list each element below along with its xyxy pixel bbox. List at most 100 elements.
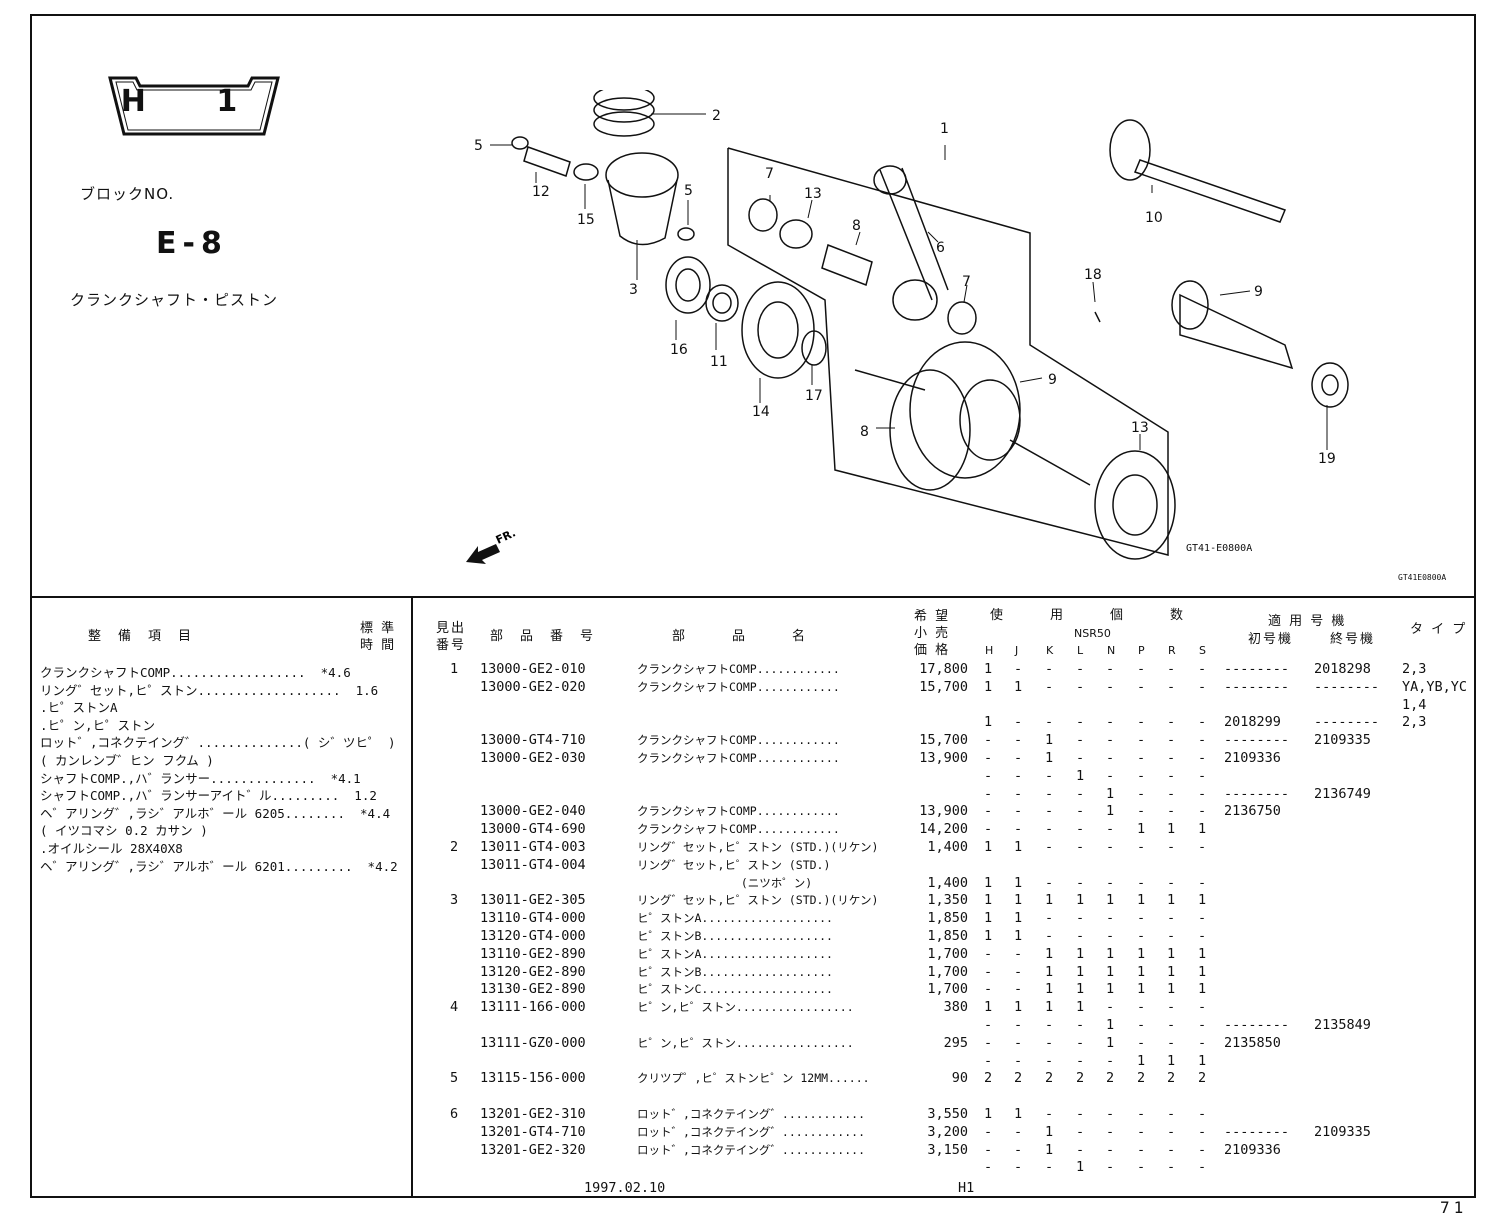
quantity-cell: 1 xyxy=(1014,839,1023,855)
quantity-cell: - xyxy=(1106,750,1115,766)
quantity-cell: 1 xyxy=(984,999,993,1016)
price: 3,550 xyxy=(927,1106,968,1122)
quantity-cell: 1 xyxy=(1167,821,1176,838)
part-number: 13110-GT4-000 xyxy=(480,910,586,927)
front-label: FR. xyxy=(494,526,518,546)
diagram-label: 5 xyxy=(474,138,483,154)
last-unit: 2109335 xyxy=(1314,732,1371,749)
type-header: タ イ プ xyxy=(1410,622,1468,637)
quantity-cell: - xyxy=(1076,1106,1085,1122)
quantity-cell: - xyxy=(984,981,993,998)
quantity-cell: - xyxy=(1167,732,1176,749)
quantity-cell: - xyxy=(1076,661,1085,677)
footer-code: H1 xyxy=(958,1180,975,1196)
price: 14,200 xyxy=(919,821,968,838)
quantity-cell: - xyxy=(1076,785,1085,802)
type-code: 2,3 xyxy=(1402,714,1427,731)
quantity-cell: - xyxy=(1045,1106,1054,1122)
first-unit: 2109336 xyxy=(1224,1141,1281,1158)
quantity-cell: - xyxy=(1137,803,1146,820)
quantity-cell: - xyxy=(1167,1123,1176,1140)
quantity-cell: - xyxy=(1198,1159,1207,1176)
part-name: リング゛セット,ヒ゜ストン (STD.) xyxy=(637,857,831,872)
diagram-label: 9 xyxy=(1048,372,1057,388)
quantity-cell: - xyxy=(1014,1123,1023,1140)
quantity-cell: 1 xyxy=(984,839,993,855)
quantity-cell: - xyxy=(1137,714,1146,731)
maintenance-item: シャフトCOMP.,ハ゛ランサー.............. *4.1 xyxy=(40,770,361,786)
quantity-cell: - xyxy=(1137,1141,1146,1158)
quantity-cell: 1 xyxy=(1106,1017,1115,1033)
quantity-cell: - xyxy=(1137,999,1146,1016)
maintenance-item: .オイルシール 28X40X8 xyxy=(40,841,183,856)
quantity-cell: - xyxy=(1167,1017,1176,1033)
quantity-cell: - xyxy=(1198,750,1207,766)
quantity-cell: - xyxy=(1137,1106,1146,1122)
part-number: 13000-GT4-710 xyxy=(480,732,586,749)
quantity-cell: 1 xyxy=(1045,1123,1054,1140)
section-badge: H 1 xyxy=(106,76,282,136)
quantity-cell: 1 xyxy=(1045,945,1054,962)
quantity-cell: - xyxy=(1106,1123,1115,1140)
quantity-cell: 1 xyxy=(1045,963,1054,980)
quantity-cell: - xyxy=(1106,661,1115,677)
quantity-cell: - xyxy=(984,732,993,749)
quantity-cell: - xyxy=(1106,999,1115,1016)
diagram-label: 13 xyxy=(1131,420,1149,436)
quantity-cell: - xyxy=(1076,750,1085,766)
part-number: 13011-GT4-004 xyxy=(480,856,586,873)
first-unit: -------- xyxy=(1224,1017,1290,1033)
price: 1,850 xyxy=(927,928,968,944)
last-unit: 2018298 xyxy=(1314,661,1371,677)
quantity-cell: 1 xyxy=(1167,945,1176,962)
quantity-cell: 1 xyxy=(1167,981,1176,998)
quantity-cell: - xyxy=(1045,1052,1054,1069)
price: 1,700 xyxy=(927,963,968,980)
quantity-cell: - xyxy=(1137,928,1146,944)
diagram-label: 11 xyxy=(710,354,728,370)
quantity-cell: - xyxy=(1198,1034,1207,1051)
ref-number: 2 xyxy=(450,839,459,855)
maintenance-item: リング゛セット,ヒ゜ストン................... 1.6 xyxy=(40,682,379,698)
price: 3,150 xyxy=(927,1141,968,1158)
quantity-cell: - xyxy=(1106,767,1115,784)
quantity-cell: - xyxy=(1106,732,1115,749)
quantity-cell: 1 xyxy=(984,892,993,909)
diagram-label: 2 xyxy=(712,108,721,124)
diagram-label: 12 xyxy=(532,184,550,200)
part-number: 13201-GE2-320 xyxy=(480,1141,586,1158)
quantity-cell: - xyxy=(984,785,993,802)
quantity-cell: - xyxy=(1106,1141,1115,1158)
quantity-cell: 1 xyxy=(1198,892,1207,909)
quantity-cell: - xyxy=(1198,714,1207,731)
quantity-cell: - xyxy=(1167,999,1176,1016)
quantity-cell: - xyxy=(1045,661,1054,677)
quantity-cell: - xyxy=(1014,750,1023,766)
quantity-cell: - xyxy=(1045,839,1054,855)
quantity-cell: - xyxy=(1076,1052,1085,1069)
part-number: 13000-GT4-690 xyxy=(480,821,586,838)
quantity-cell: - xyxy=(1167,767,1176,784)
part-number: 13011-GT4-003 xyxy=(480,839,586,855)
quantity-cell: 1 xyxy=(1014,999,1023,1016)
quantity-cell: - xyxy=(1076,678,1085,695)
table-divider xyxy=(411,597,413,1197)
quantity-cell: - xyxy=(1198,1141,1207,1158)
price: 1,700 xyxy=(927,945,968,962)
part-number: 13011-GE2-305 xyxy=(480,892,586,909)
quantity-cell: 2 xyxy=(984,1070,993,1087)
quantity-cell: - xyxy=(1198,678,1207,695)
first-unit: 2018299 xyxy=(1224,714,1281,731)
section-divider xyxy=(30,596,1476,598)
model-type-header: P xyxy=(1138,644,1145,657)
quantity-cell: - xyxy=(1167,874,1176,891)
quantity-cell: - xyxy=(1014,1052,1023,1069)
quantity-cell: - xyxy=(1198,874,1207,891)
diagram-label: 8 xyxy=(860,424,869,440)
quantity-cell: 1 xyxy=(1045,732,1054,749)
crank-group-outline xyxy=(727,147,1169,556)
type-code: 1,4 xyxy=(1402,696,1427,713)
ref-number: 3 xyxy=(450,892,459,909)
diagram-label: 7 xyxy=(962,274,971,290)
quantity-cell: - xyxy=(1076,1141,1085,1158)
